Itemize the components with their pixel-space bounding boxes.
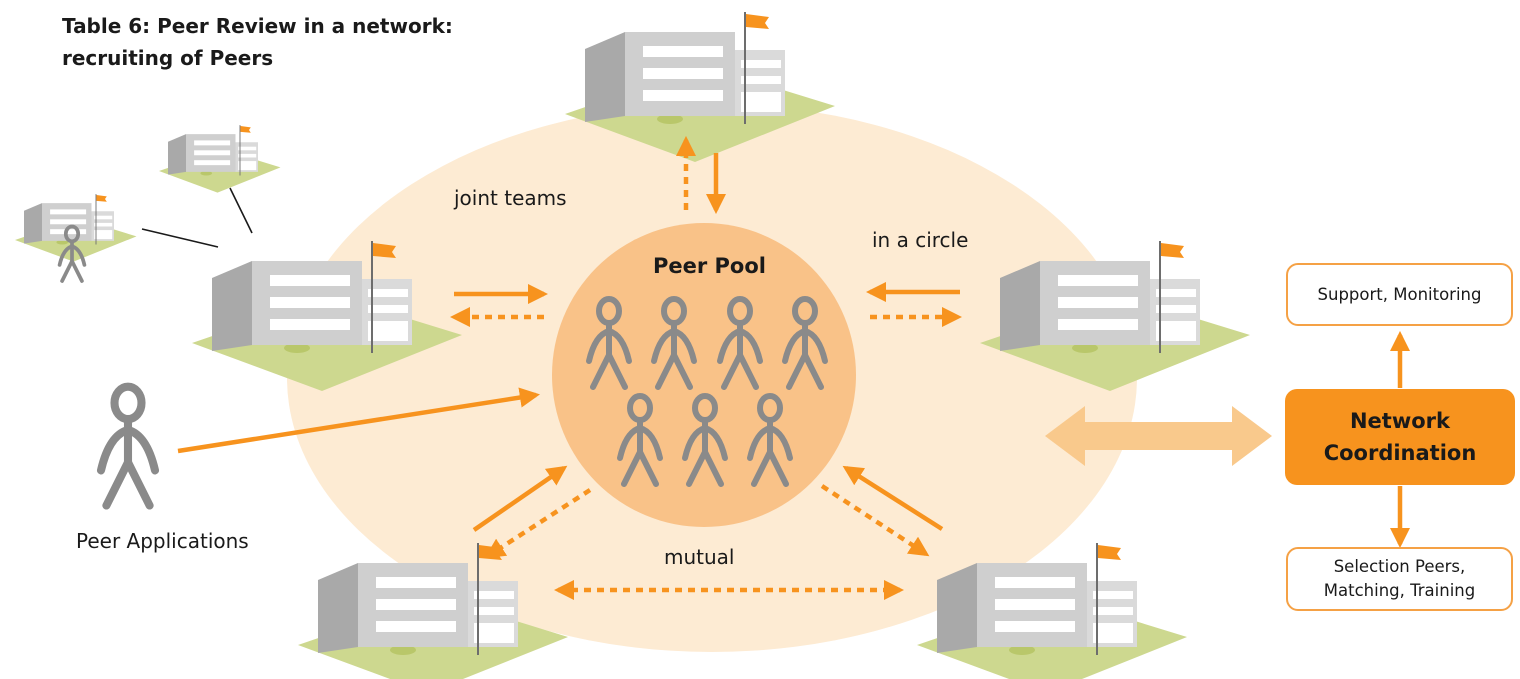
coordination-line-1: Network [1349,409,1450,433]
arrows [177,135,1411,601]
coordination-line-2: Coordination [1323,441,1477,465]
joint-teams-label: joint teams [454,186,567,210]
arrow-applicant [177,387,541,454]
selection-line-1: Selection Peers, [1333,557,1466,576]
peer-applications-label: Peer Applications [76,529,249,553]
support-monitoring-box: Support, Monitoring [1286,263,1513,326]
arrow-bottom-right-solid [842,465,944,531]
arrow-bottom-left-solid [472,465,568,532]
peer-applicant-icon [101,387,155,506]
peer-pool-label: Peer Pool [653,254,766,278]
support-monitoring-text: Support, Monitoring [1317,284,1482,304]
school-building-icon [158,124,281,194]
peer-pool-circle [552,223,856,527]
title-line-2: recruiting of Peers [62,46,274,70]
selection-line-2: Matching, Training [1323,581,1476,600]
connector-line [141,228,219,248]
in-a-circle-label: in a circle [872,228,969,252]
mutual-label: mutual [664,545,735,569]
connector-line [229,187,253,234]
page-title: Table 6: Peer Review in a network: recru… [62,10,482,74]
title-line-1: Table 6: Peer Review in a network: [62,14,453,38]
coordination-double-arrow [1045,406,1272,466]
network-coordination-box: Network Coordination [1285,389,1515,485]
selection-matching-box: Selection Peers, Matching, Training [1286,547,1513,611]
